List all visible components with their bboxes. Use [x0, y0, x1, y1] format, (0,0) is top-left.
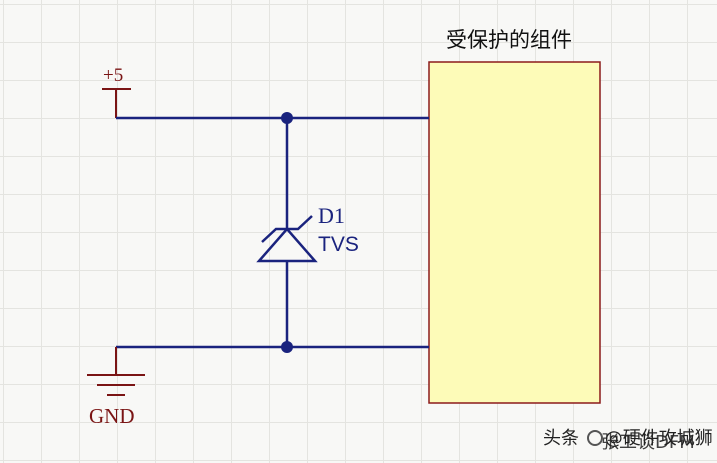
diode-part-label: TVS — [318, 233, 359, 256]
protected-component-label: 受保护的组件 — [446, 28, 572, 52]
watermark-text: @硬件攻城狮 — [604, 428, 713, 449]
watermark-overlay-text: 张工谈DFM — [601, 432, 695, 453]
bottom-junction — [281, 341, 293, 353]
tvs-diode-symbol — [256, 215, 318, 263]
protected-component-box — [428, 61, 601, 404]
power-port-symbol — [102, 88, 131, 118]
diode-designator-label: D1 — [318, 203, 345, 228]
ground-label: GND — [89, 404, 135, 428]
watermark-logo-icon — [586, 430, 603, 446]
watermark: 头条 @硬件攻城狮 张工谈DFM — [543, 424, 713, 453]
watermark-prefix: 头条 — [543, 428, 579, 449]
ground-symbol — [87, 347, 145, 396]
power-label: +5 — [103, 65, 124, 86]
